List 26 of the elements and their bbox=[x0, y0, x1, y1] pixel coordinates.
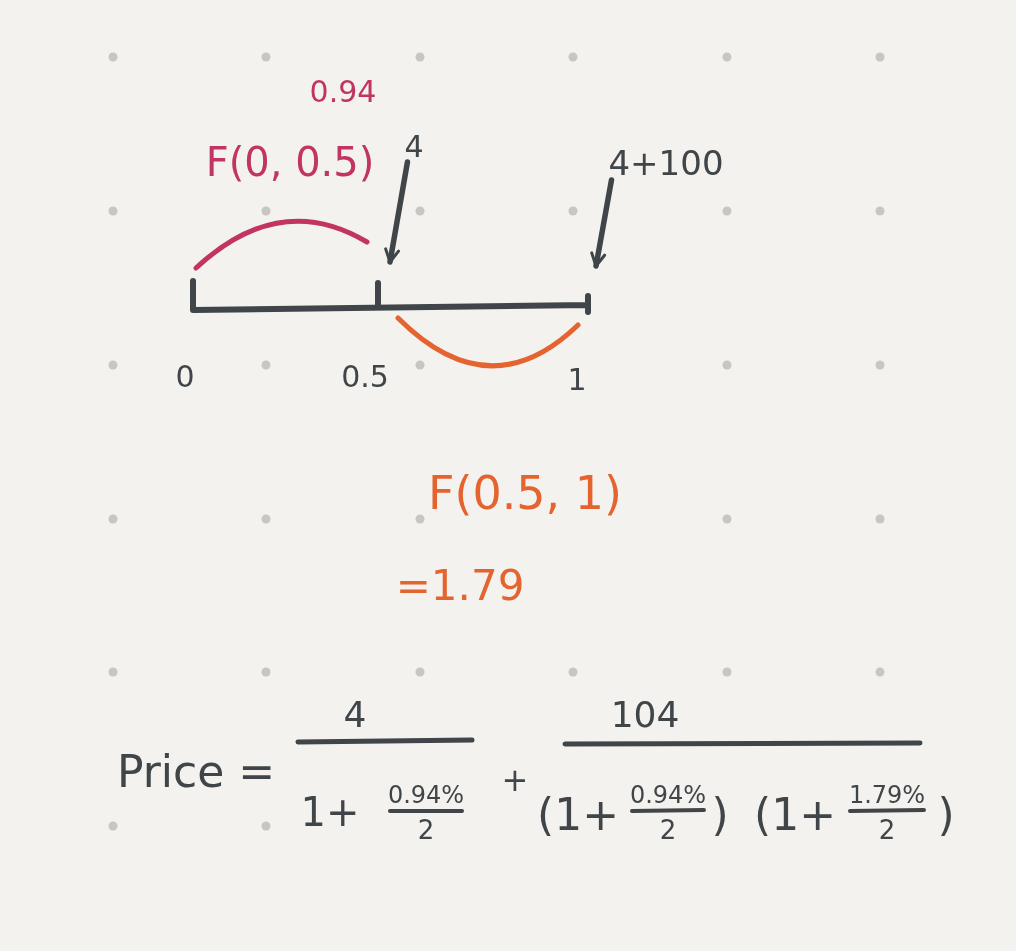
rate-value: =1.79 bbox=[395, 565, 525, 607]
formula-term: 0.94% bbox=[629, 783, 707, 807]
formula-term: (1+ bbox=[754, 793, 836, 837]
formula-term: 2 bbox=[417, 817, 435, 843]
formula-term: (1+ bbox=[537, 793, 619, 837]
amount-label: 4+100 bbox=[608, 146, 724, 180]
arrow bbox=[384, 159, 411, 265]
amount-label: 4 bbox=[404, 132, 424, 162]
formula-term: ) bbox=[711, 793, 729, 837]
tick-label: 0.5 bbox=[341, 362, 389, 392]
formula-term: 1.79% bbox=[848, 783, 926, 807]
rate-label: F(0.5, 1) bbox=[428, 470, 622, 516]
formula-term: 0.94% bbox=[387, 783, 465, 807]
formula-term: 4 bbox=[343, 697, 367, 733]
formula-term: 2 bbox=[659, 817, 677, 843]
formula-term: + bbox=[501, 764, 529, 796]
arrow bbox=[590, 177, 615, 269]
formula-term: 2 bbox=[878, 817, 896, 843]
tick-label: 1 bbox=[567, 365, 587, 395]
rate-label: F(0, 0.5) bbox=[205, 142, 375, 182]
formula-text: Price = bbox=[116, 750, 276, 794]
formula-term: 1+ bbox=[300, 792, 360, 832]
tick-label: 0 bbox=[175, 362, 195, 392]
formula-term: 104 bbox=[610, 697, 680, 733]
rate-value: 0.94 bbox=[309, 77, 377, 107]
formula-term: ) bbox=[937, 793, 955, 837]
